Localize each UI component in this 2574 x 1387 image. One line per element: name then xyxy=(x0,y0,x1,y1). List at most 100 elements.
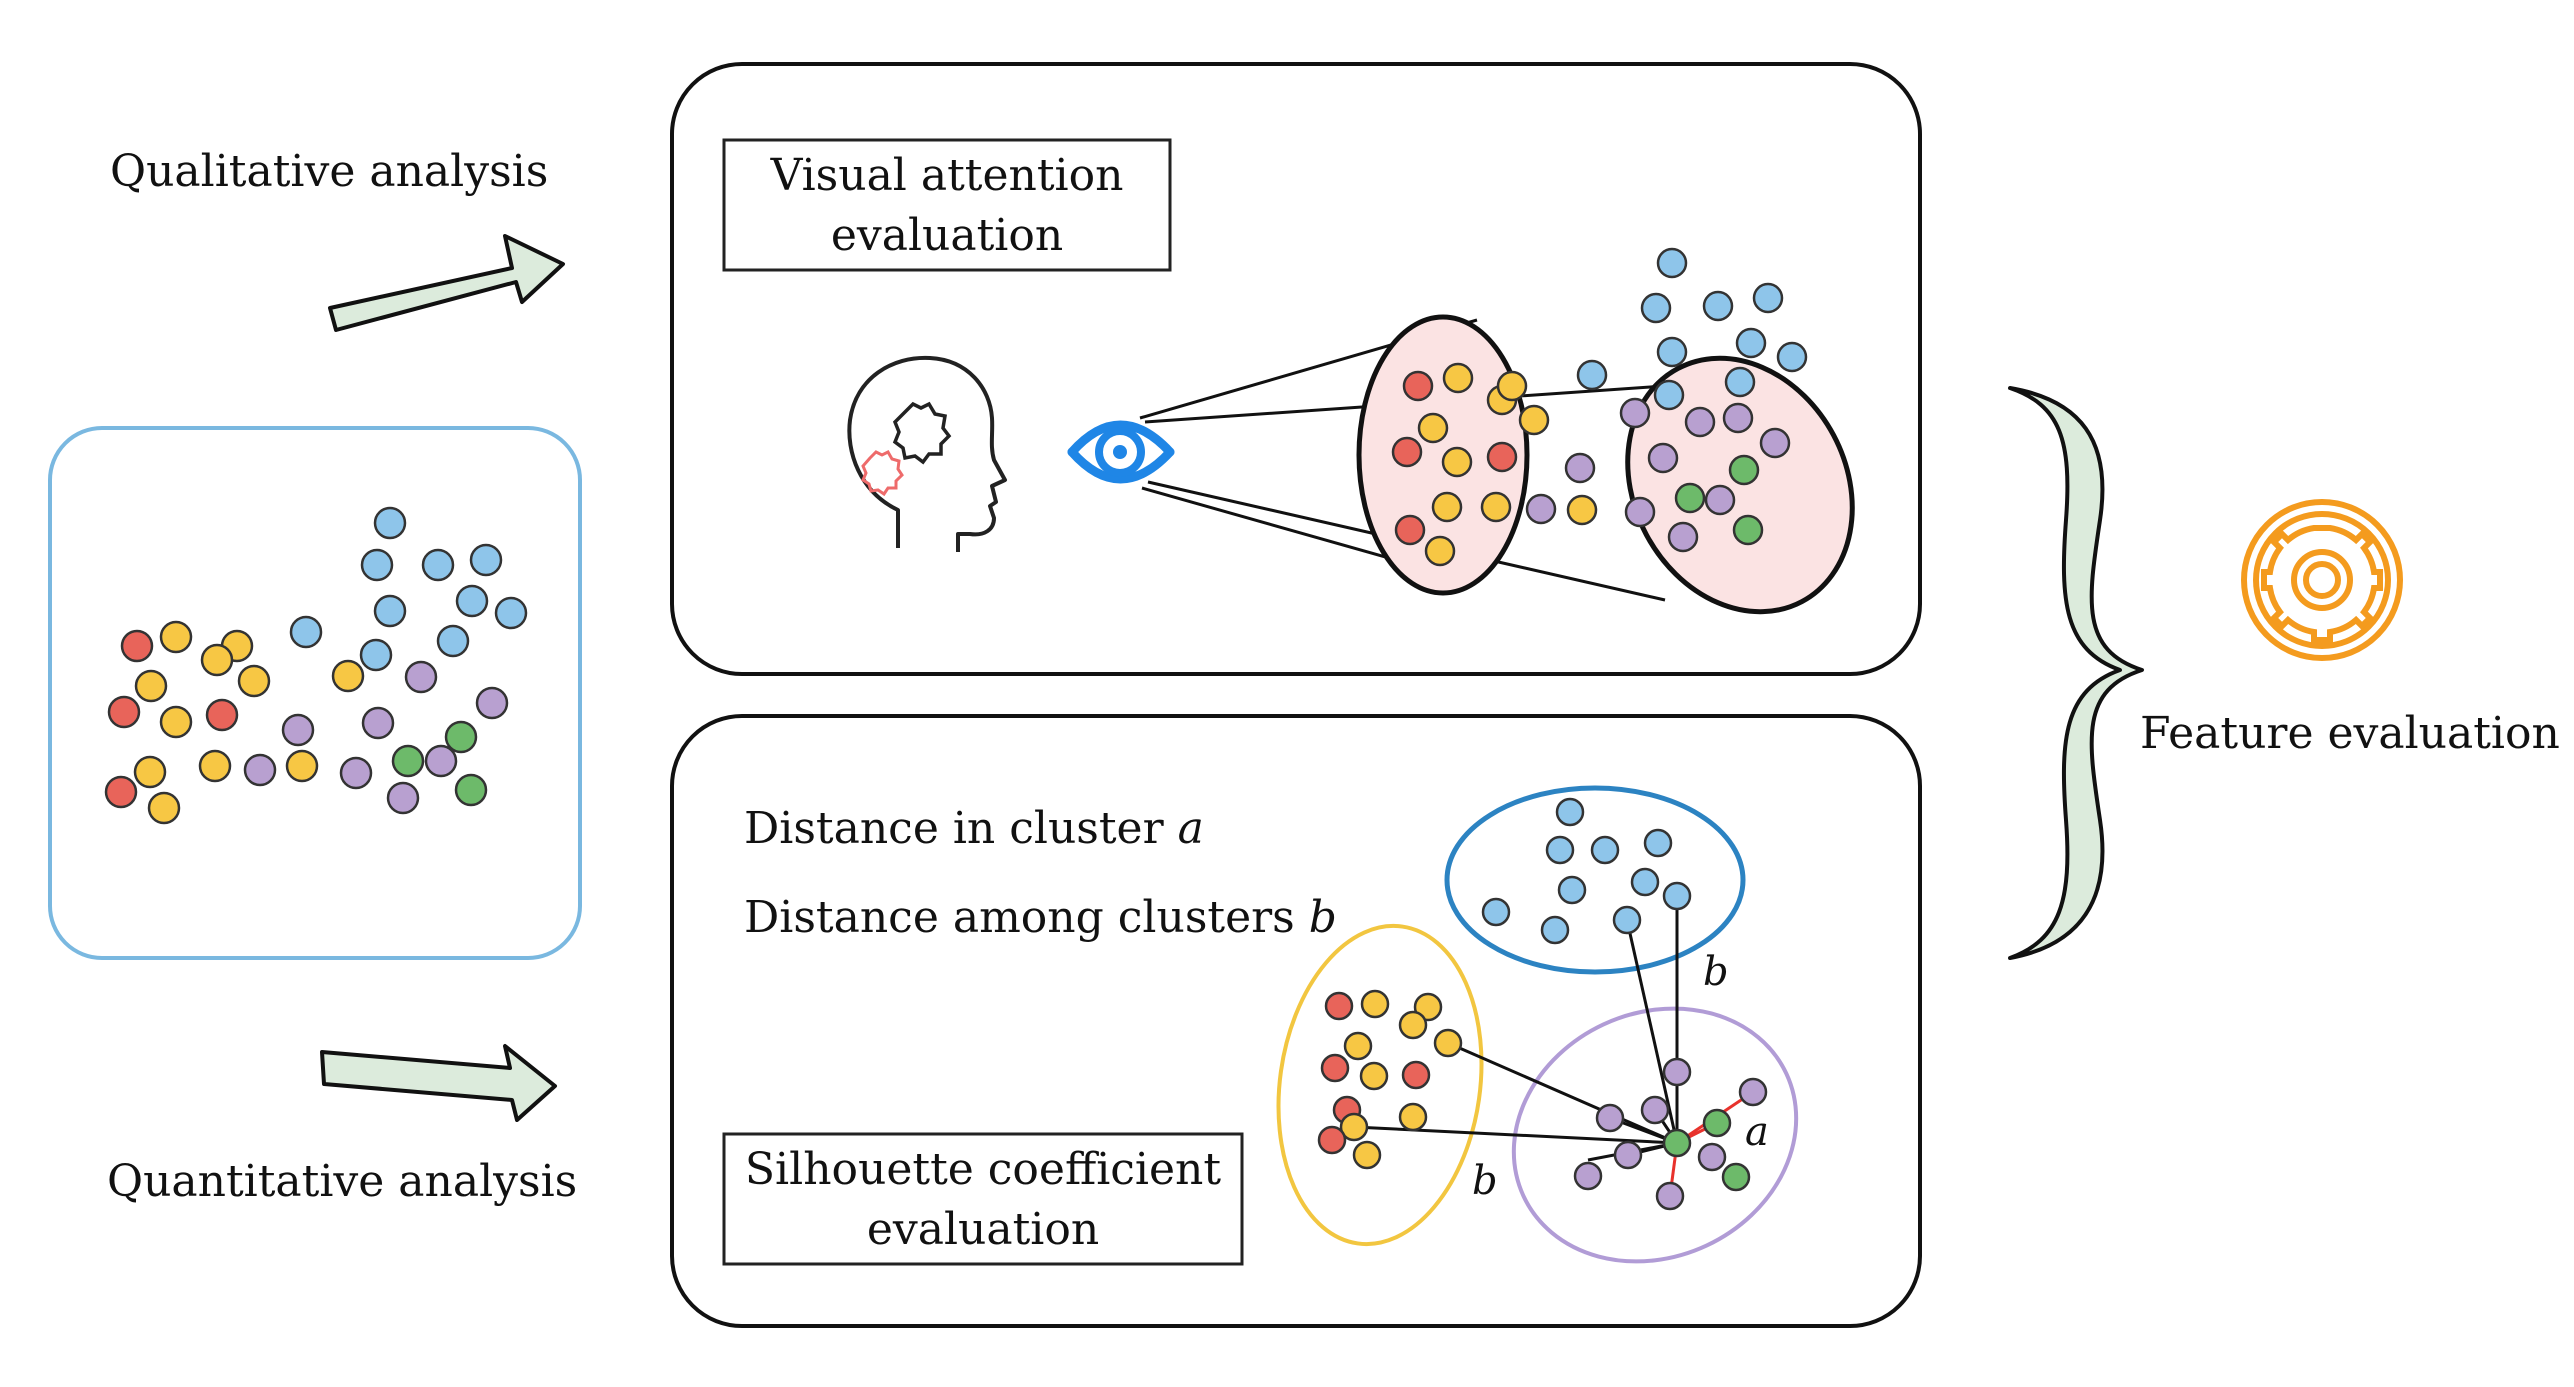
yellow-point xyxy=(1518,404,1550,436)
blue-point xyxy=(289,615,323,649)
purple-point xyxy=(361,706,395,740)
distance-a-label: a xyxy=(1745,1109,1769,1155)
blue-point xyxy=(1630,867,1660,897)
blue-point xyxy=(1776,341,1808,373)
blue-cluster-ellipse xyxy=(1444,785,1746,975)
visual-attention-panel xyxy=(670,62,1922,676)
silhouette-title-line1: Silhouette coefficient xyxy=(745,1144,1221,1195)
red-point xyxy=(1486,441,1518,473)
blue-point xyxy=(1662,881,1692,911)
cluster-scatter-points xyxy=(1317,797,1768,1211)
red-point xyxy=(1394,514,1426,546)
yellow-point xyxy=(1360,989,1390,1019)
purple-point xyxy=(424,744,458,778)
yellow-point xyxy=(1496,370,1528,402)
yellow-point xyxy=(1441,446,1473,478)
silhouette-panel xyxy=(670,714,1922,1328)
yellow-point xyxy=(1413,992,1443,1022)
purple-point xyxy=(1759,427,1791,459)
purple-point xyxy=(1722,402,1754,434)
yellow-point xyxy=(1424,535,1456,567)
yellow-point xyxy=(1339,1112,1369,1142)
blue-point xyxy=(1612,905,1642,935)
curly-brace xyxy=(2008,386,2144,960)
gear-icon xyxy=(2241,499,2403,661)
yellow-point xyxy=(1442,362,1474,394)
blue-point xyxy=(1555,797,1585,827)
input-scatter-points xyxy=(104,506,528,825)
blue-point xyxy=(421,548,455,582)
purple-point xyxy=(1619,397,1651,429)
blue-point xyxy=(1540,915,1570,945)
blue-point xyxy=(1576,359,1608,391)
blue-point xyxy=(436,624,470,658)
yellow-point xyxy=(1398,1010,1428,1040)
yellow-point xyxy=(200,643,234,677)
qualitative-label: Qualitative analysis xyxy=(110,146,548,197)
green-point xyxy=(1728,454,1760,486)
purple-point xyxy=(1655,1181,1685,1211)
green-point xyxy=(1674,482,1706,514)
yellow-point xyxy=(1398,1102,1428,1132)
blue-point xyxy=(1643,828,1673,858)
blue-point xyxy=(1735,327,1767,359)
yellow-point xyxy=(133,755,167,789)
purple-point xyxy=(281,713,315,747)
blue-point xyxy=(373,594,407,628)
yellow-point xyxy=(198,749,232,783)
yellow-point xyxy=(1343,1031,1373,1061)
quantitative-label: Quantitative analysis xyxy=(107,1156,577,1207)
distance-b-label-top: b xyxy=(1703,949,1729,995)
yellow-point xyxy=(1352,1140,1382,1170)
blue-point xyxy=(1752,282,1784,314)
head-with-brain-icon xyxy=(847,355,1007,552)
silhouette-title-box xyxy=(722,1132,1244,1266)
green-point xyxy=(454,773,488,807)
silhouette-title-line2: evaluation xyxy=(867,1204,1099,1255)
blue-point xyxy=(1557,875,1587,905)
blue-point xyxy=(1653,379,1685,411)
purple-point xyxy=(1697,1142,1727,1172)
purple-point xyxy=(1595,1103,1625,1133)
red-point xyxy=(1402,370,1434,402)
blue-point xyxy=(1702,290,1734,322)
red-point xyxy=(1391,436,1423,468)
yellow-point xyxy=(134,669,168,703)
blue-point xyxy=(360,548,394,582)
purple-point xyxy=(1573,1161,1603,1191)
blue-point xyxy=(1640,292,1672,324)
yellow-point xyxy=(1480,491,1512,523)
blue-point xyxy=(1481,897,1511,927)
green-point xyxy=(1732,514,1764,546)
attention-scatter-points xyxy=(1391,247,1808,567)
green-point xyxy=(391,744,425,778)
blue-point xyxy=(373,506,407,540)
visual-attention-title-line2: evaluation xyxy=(831,210,1063,261)
green-point xyxy=(1721,1162,1751,1192)
blue-point xyxy=(1724,366,1756,398)
green-point xyxy=(1662,1128,1692,1158)
purple-point xyxy=(1684,406,1716,438)
yellow-cluster-ellipse xyxy=(1276,923,1484,1247)
red-point xyxy=(107,695,141,729)
yellow-point xyxy=(159,705,193,739)
distance-among-clusters-label: Distance among clusters b xyxy=(744,892,1337,943)
purple-point xyxy=(1624,496,1656,528)
visual-attention-title-box xyxy=(722,138,1172,272)
blue-point xyxy=(494,596,528,630)
red-point xyxy=(205,698,239,732)
red-point xyxy=(1317,1125,1347,1155)
purple-point xyxy=(1662,1057,1692,1087)
distance-in-cluster-label: Distance in cluster a xyxy=(744,803,1204,854)
purple-point xyxy=(1704,484,1736,516)
yellow-point xyxy=(331,659,365,693)
eye-icon xyxy=(1067,420,1175,484)
red-point xyxy=(1401,1060,1431,1090)
purple-point xyxy=(1564,452,1596,484)
distance-b-label-bottom: b xyxy=(1472,1158,1498,1204)
blue-point xyxy=(1590,835,1620,865)
blue-point xyxy=(1656,247,1688,279)
input-data-box xyxy=(48,426,582,960)
blue-point xyxy=(1545,835,1575,865)
blue-point xyxy=(455,584,489,618)
